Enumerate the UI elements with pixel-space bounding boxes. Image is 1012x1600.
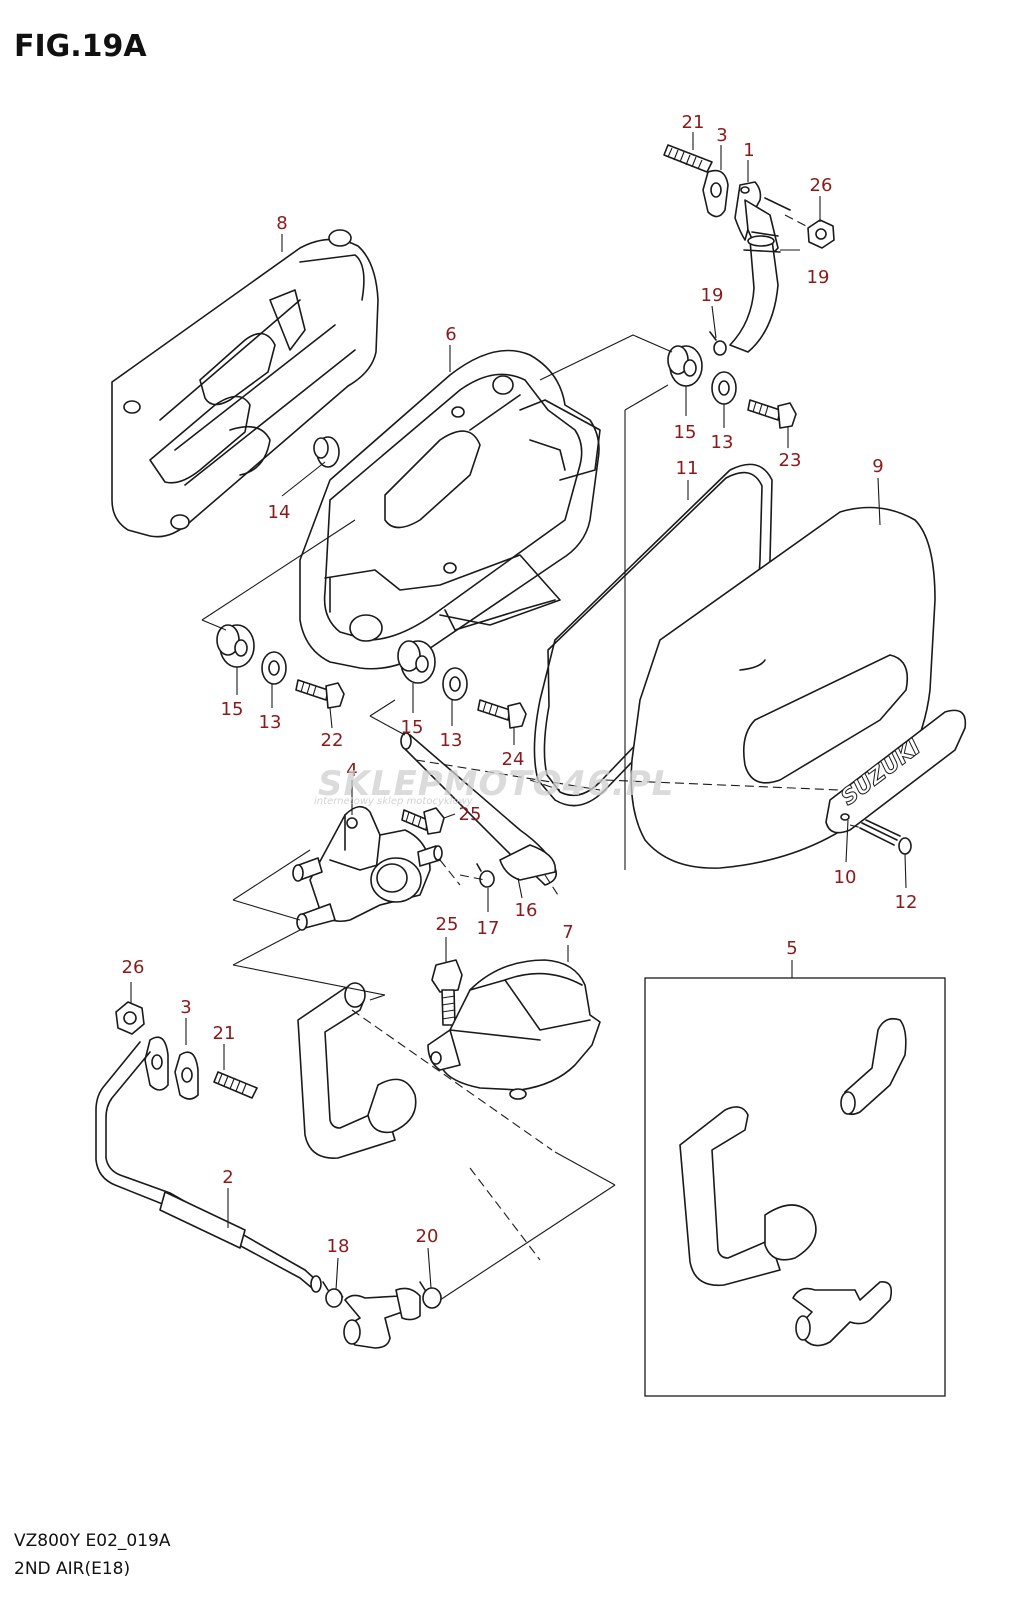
callout-26-top: 26 — [810, 175, 833, 196]
part-24-bolt — [477, 699, 527, 729]
callout-15-top: 15 — [674, 422, 697, 443]
watermark-tagline: internetowy sklep motocyklowy — [314, 796, 474, 807]
part-t-joint — [343, 1287, 421, 1349]
callout-4: 4 — [346, 760, 357, 781]
part-8-cover-plate — [111, 229, 379, 538]
part-20-clip — [419, 1281, 442, 1309]
callout-25-lower: 25 — [436, 914, 459, 935]
part-19-clip-lower — [709, 331, 727, 356]
callout-1: 1 — [743, 140, 754, 161]
callout-3-top: 3 — [716, 125, 727, 146]
part-7-canister — [427, 959, 601, 1100]
part-hose-top — [729, 235, 781, 353]
part-5-hose-set-box — [644, 977, 946, 1397]
part-12-screw — [859, 819, 912, 855]
watermark: SKLEPMOTO46.PL internetowy sklep motocyk… — [314, 764, 674, 807]
part-16-hose — [400, 732, 558, 886]
part-6-bracket — [299, 349, 601, 670]
callout-3-lower: 3 — [180, 997, 191, 1018]
callout-13-top: 13 — [711, 432, 734, 453]
callout-5: 5 — [786, 938, 797, 959]
callout-8: 8 — [276, 213, 287, 234]
callout-numbers: 8 6 21 3 1 26 19 19 15 13 23 11 9 14 15 … — [122, 112, 918, 1257]
callout-13-left: 13 — [259, 712, 282, 733]
part-21-stud-lower — [213, 1071, 258, 1099]
callout-10: 10 — [834, 867, 857, 888]
callout-6: 6 — [445, 324, 456, 345]
part-13-washer-left — [261, 651, 287, 685]
watermark-brand: SKLEPMOTO46.PL — [318, 764, 674, 804]
callout-16: 16 — [515, 900, 538, 921]
part-3-gasket-lower — [144, 1036, 199, 1100]
callout-19-left: 19 — [701, 285, 724, 306]
part-5-hoses — [679, 1017, 907, 1347]
leader-lines — [130, 132, 907, 1291]
callout-2: 2 — [222, 1167, 233, 1188]
callout-21-top: 21 — [682, 112, 705, 133]
part-4-valve — [292, 805, 443, 931]
figure-title: FIG.19A — [14, 29, 147, 64]
part-15-grommet-center — [397, 640, 436, 684]
callout-25-upper: 25 — [459, 804, 482, 825]
part-15-grommet-left — [216, 624, 255, 668]
callout-17: 17 — [477, 918, 500, 939]
callout-21-lower: 21 — [213, 1023, 236, 1044]
callout-15-left: 15 — [221, 699, 244, 720]
part-23-bolt — [747, 399, 797, 429]
callout-12: 12 — [895, 892, 918, 913]
part-25-bolt-upper — [401, 807, 445, 835]
part-15-grommet-top — [667, 345, 703, 387]
connection-lines — [201, 214, 863, 1301]
part-18-clip — [322, 1281, 343, 1308]
part-3-gasket-top — [702, 169, 729, 218]
callout-15-center: 15 — [401, 717, 424, 738]
part-25-bolt-lower — [431, 959, 463, 1026]
callout-11: 11 — [676, 458, 699, 479]
part-22-bolt — [295, 679, 345, 709]
part-9-outer-cover — [630, 506, 936, 869]
section-title: 2ND AIR(E18) — [14, 1559, 130, 1579]
part-13-washer-center — [442, 667, 468, 701]
part-21-stud-top — [663, 144, 713, 173]
part-hose-center — [297, 982, 417, 1159]
callout-9: 9 — [872, 456, 883, 477]
model-code: VZ800Y E02_019A — [14, 1531, 171, 1551]
callout-22: 22 — [321, 730, 344, 751]
callout-18: 18 — [327, 1236, 350, 1257]
callout-26-lower: 26 — [122, 957, 145, 978]
part-2-pipe — [95, 1041, 322, 1293]
callout-20: 20 — [416, 1226, 439, 1247]
callout-14: 14 — [268, 502, 291, 523]
part-14-grommet — [313, 436, 340, 468]
part-26-nut-lower — [115, 1001, 145, 1035]
callout-7: 7 — [562, 922, 573, 943]
callout-23: 23 — [779, 450, 802, 471]
part-13-washer-top — [711, 371, 737, 405]
callout-13-center: 13 — [440, 730, 463, 751]
part-17-clip — [476, 863, 495, 888]
part-26-nut-top — [807, 219, 835, 249]
callout-24: 24 — [502, 749, 525, 770]
callout-19-right: 19 — [807, 267, 830, 288]
